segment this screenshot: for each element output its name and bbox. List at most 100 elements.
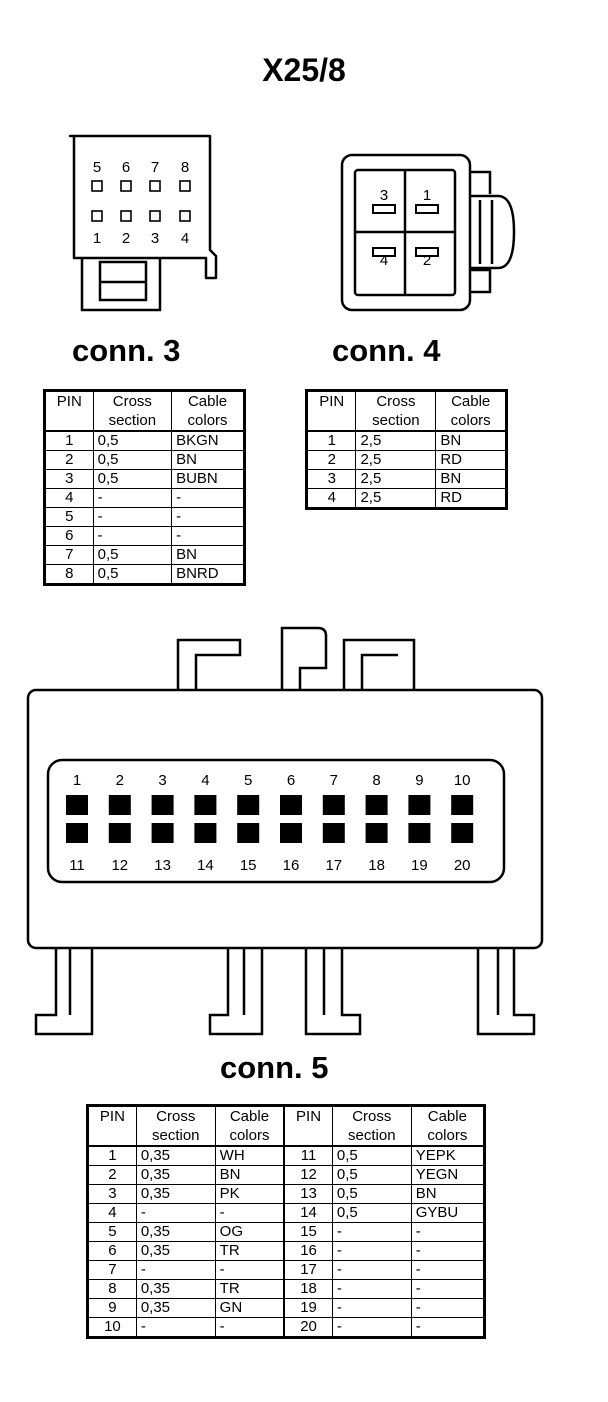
table-cell: -	[410, 1279, 486, 1299]
conn3-label: conn. 3	[72, 333, 181, 368]
table-cell: 7	[44, 545, 94, 565]
table-cell: 11	[283, 1145, 333, 1166]
table-row: 6--	[44, 526, 245, 546]
conn3-pin-socket	[149, 210, 161, 222]
conn5-pin-number: 17	[325, 857, 342, 874]
table-cell: -	[214, 1317, 285, 1338]
conn4-pin-number: 2	[423, 252, 431, 269]
conn5-pin-socket	[194, 823, 217, 843]
table-cell: 8	[87, 1279, 137, 1299]
table-cell: RD	[435, 488, 507, 509]
conn5-pin-number: 16	[283, 857, 300, 874]
column-header: PIN	[305, 390, 357, 432]
table-cell: BN	[410, 1184, 486, 1204]
table-cell: -	[331, 1241, 412, 1261]
column-header: PIN	[87, 1105, 137, 1147]
table-cell: -	[171, 507, 245, 527]
conn5-pin-socket	[108, 795, 131, 815]
conn3-pin-number: 3	[151, 230, 159, 247]
table-cell: -	[214, 1260, 285, 1280]
conn5-label: conn. 5	[220, 1050, 329, 1085]
conn5-pin-socket	[66, 795, 88, 815]
table-cell: 2,5	[355, 430, 437, 451]
conn5-pin-number: 14	[197, 857, 214, 874]
conn3-pin-socket	[120, 180, 132, 192]
table-cell: -	[171, 526, 245, 546]
table-cell: -	[135, 1203, 216, 1223]
conn3-pin-socket	[149, 180, 161, 192]
table-cell: OG	[214, 1222, 285, 1242]
conn5-pin-number: 1	[73, 772, 81, 789]
conn4-housing	[340, 153, 516, 312]
conn4-pin-socket	[372, 247, 396, 257]
table-row: 10--20--	[87, 1317, 486, 1338]
table-cell: 0,35	[135, 1145, 216, 1166]
conn4-pin-number: 4	[380, 252, 388, 269]
table-cell: 0,5	[92, 430, 173, 451]
table-cell: -	[135, 1317, 216, 1338]
table-cell: -	[135, 1260, 216, 1280]
conn5-pin-number: 3	[158, 772, 166, 789]
table-cell: -	[92, 488, 173, 508]
table-cell: 3	[44, 469, 94, 489]
conn4-pin-number: 1	[423, 187, 431, 204]
table-cell: -	[331, 1260, 412, 1280]
table-cell: BN	[171, 450, 245, 470]
table-cell: 0,5	[331, 1165, 412, 1185]
conn5-pin-socket	[151, 823, 174, 843]
conn5-pin-socket	[365, 795, 388, 815]
conn5-pin-number: 6	[287, 772, 295, 789]
table-cell: -	[410, 1222, 486, 1242]
table-cell: 0,35	[135, 1241, 216, 1261]
table-cell: -	[331, 1317, 412, 1338]
table-cell: 0,5	[331, 1203, 412, 1223]
conn5-pin-number: 10	[454, 772, 471, 789]
table-cell: 0,5	[92, 450, 173, 470]
conn5-pin-number: 8	[372, 772, 380, 789]
conn5-pin-number: 13	[154, 857, 171, 874]
table-cell: 0,5	[331, 1145, 412, 1166]
table-cell: 5	[87, 1222, 137, 1242]
conn3-housing	[68, 134, 218, 312]
conn5-pin-socket	[237, 823, 260, 843]
table-cell: 1	[305, 430, 357, 451]
table-cell: -	[92, 507, 173, 527]
conn5-pin-socket	[280, 795, 302, 815]
conn5-pin-number: 18	[368, 857, 385, 874]
table-cell: 9	[87, 1298, 137, 1318]
table-cell: BNRD	[171, 564, 245, 585]
conn5-pin-number: 2	[116, 772, 124, 789]
table-cell: 16	[283, 1241, 333, 1261]
conn5-pin-socket	[408, 823, 431, 843]
table-row: 5--	[44, 507, 245, 527]
table-cell: -	[410, 1241, 486, 1261]
conn3-pin-number: 2	[122, 230, 130, 247]
table-cell: TR	[214, 1241, 285, 1261]
table-cell: 0,5	[92, 545, 173, 565]
table-cell: 17	[283, 1260, 333, 1280]
conn3-pin-number: 4	[181, 230, 189, 247]
conn5-pin-socket	[237, 795, 260, 815]
conn5-pin-socket	[451, 795, 474, 815]
conn5-pin-number: 11	[69, 857, 85, 874]
conn5-pin-number: 20	[454, 857, 471, 874]
table-cell: -	[331, 1279, 412, 1299]
table-cell: 13	[283, 1184, 333, 1204]
table-cell: 18	[283, 1279, 333, 1299]
conn5-pin-number: 19	[411, 857, 428, 874]
conn3-pin-number: 7	[151, 159, 159, 176]
conn4-pin-socket	[415, 204, 439, 214]
table-row: 7--17--	[87, 1260, 486, 1280]
conn3-pin-number: 6	[122, 159, 130, 176]
